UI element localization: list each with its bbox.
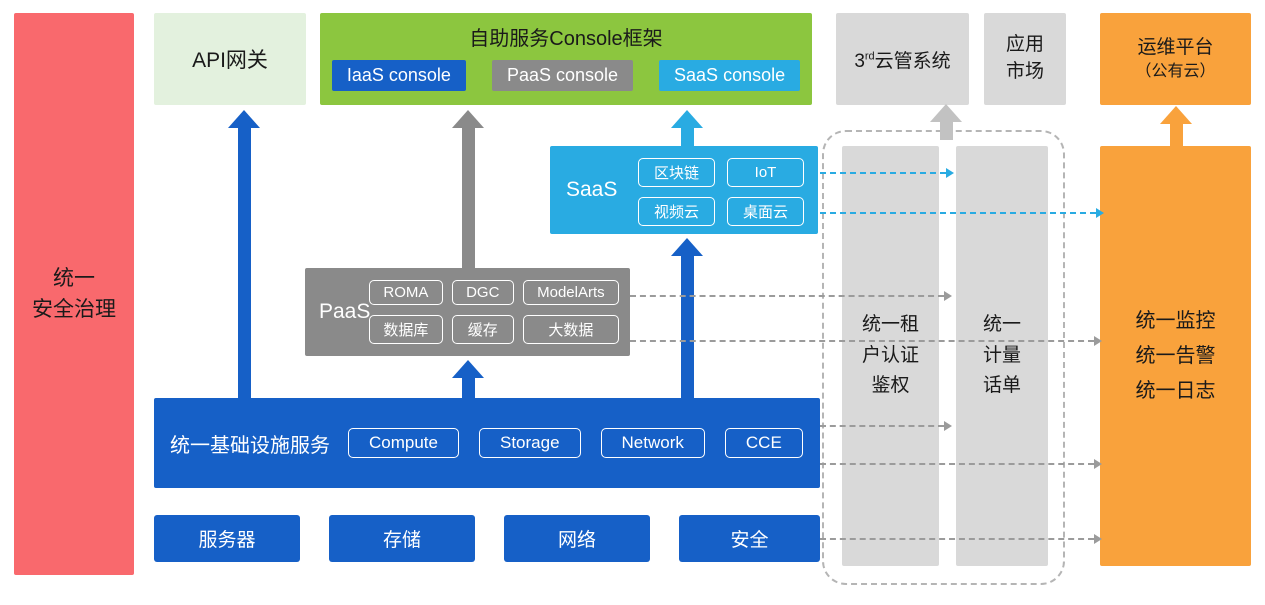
saas-label: SaaS xyxy=(566,178,618,201)
tenant-auth-label: 统一租 户认证 鉴权 xyxy=(861,314,919,397)
saas-chip-grid: 区块链 IoT 视频云 桌面云 xyxy=(638,158,804,226)
arrow-up-head xyxy=(1160,106,1192,124)
paas-chip-modelarts: ModelArts xyxy=(522,280,619,305)
saas-chip-blockchain: 区块链 xyxy=(638,158,715,187)
resource-box-security: 安全 xyxy=(679,515,820,562)
arrow-up-head xyxy=(228,110,260,128)
paas-chip-roma: ROMA xyxy=(369,280,443,305)
third-party-cloud-mgmt-label: 3rd云管系统 xyxy=(854,50,951,72)
connector-arrowhead xyxy=(1096,208,1104,218)
arrow-shaft xyxy=(680,128,694,146)
console-framework-box: 自助服务Console框架 IaaS console PaaS console … xyxy=(320,13,812,105)
api-gateway-label: API网关 xyxy=(192,49,268,72)
arrow-infra-to-paas xyxy=(452,360,484,398)
ops-platform-sublabel: （公有云） xyxy=(1135,63,1216,81)
tenant-auth-bar: 统一租 户认证 鉴权 xyxy=(842,146,939,566)
arrow-up-head xyxy=(671,110,703,128)
connector-security-to-monitor-bar xyxy=(820,538,1094,540)
paas-console-button: PaaS console xyxy=(491,60,634,91)
paas-label: PaaS xyxy=(319,300,371,323)
api-gateway-box: API网关 xyxy=(154,13,306,105)
ops-platform-box: 运维平台 （公有云） xyxy=(1100,13,1251,105)
infra-chip-cce: CCE xyxy=(724,428,803,458)
connector-saas-to-auth-bar xyxy=(820,172,946,174)
resource-box-servers: 服务器 xyxy=(154,515,300,562)
metering-billing-label: 统一 计量 话单 xyxy=(982,314,1021,397)
resource-label-security: 安全 xyxy=(730,530,769,551)
arrow-paas-to-console xyxy=(452,110,484,268)
resource-label-network: 网络 xyxy=(557,530,596,551)
infra-chip-compute: Compute xyxy=(348,428,459,458)
metering-billing-bar: 统一 计量 话单 xyxy=(956,146,1048,566)
arrow-shaft xyxy=(939,122,953,140)
arrow-shaft xyxy=(237,128,251,398)
infrastructure-services-label: 统一基础设施服务 xyxy=(170,434,330,457)
connector-arrowhead xyxy=(1094,336,1102,346)
security-governance-bar: 统一 安全治理 xyxy=(14,13,134,575)
arrow-up-head xyxy=(452,110,484,128)
connector-arrowhead xyxy=(944,421,952,431)
connector-arrowhead xyxy=(1094,459,1102,469)
arrow-shaft xyxy=(461,378,475,398)
app-market-label: 应用 市场 xyxy=(1005,34,1044,82)
infrastructure-chip-row: Compute Storage Network CCE xyxy=(348,428,803,458)
app-market-box: 应用 市场 xyxy=(984,13,1066,105)
connector-saas-to-monitor-bar xyxy=(820,212,1096,214)
ops-platform-label: 运维平台 xyxy=(1137,37,1214,59)
connector-arrowhead xyxy=(1094,534,1102,544)
arrow-shaft xyxy=(1169,124,1183,146)
arrow-saas-to-console xyxy=(671,110,703,146)
resource-box-storage: 存储 xyxy=(329,515,475,562)
connector-arrowhead xyxy=(944,291,952,301)
saas-console-button: SaaS console xyxy=(659,60,801,91)
paas-chip-database: 数据库 xyxy=(369,315,443,344)
arrow-shaft xyxy=(461,128,475,268)
connector-paas-to-auth-bar xyxy=(630,295,944,297)
resource-label-servers: 服务器 xyxy=(198,530,256,551)
iaas-console-button: IaaS console xyxy=(331,60,466,91)
paas-box: PaaS ROMA DGC ModelArts 数据库 缓存 大数据 xyxy=(305,268,630,356)
arrow-monitor-to-ops-platform xyxy=(1160,106,1192,146)
saas-box: SaaS 区块链 IoT 视频云 桌面云 xyxy=(550,146,818,234)
connector-arrowhead xyxy=(946,168,954,178)
paas-chip-dgc: DGC xyxy=(451,280,514,305)
infra-chip-storage: Storage xyxy=(478,428,581,458)
paas-chip-bigdata: 大数据 xyxy=(522,315,619,344)
saas-chip-desktop-cloud: 桌面云 xyxy=(727,197,804,226)
saas-chip-video-cloud: 视频云 xyxy=(638,197,715,226)
arrow-shaft xyxy=(680,256,694,398)
monitoring-alerting-logging-label: 统一监控 统一告警 统一日志 xyxy=(1135,309,1216,402)
arrow-up-head xyxy=(452,360,484,378)
connector-infra-to-monitor-bar xyxy=(820,463,1094,465)
resource-label-storage: 存储 xyxy=(382,530,421,551)
arrow-tenant-frame-to-third-cloud xyxy=(930,104,962,140)
connector-paas-to-monitor-bar xyxy=(630,340,1094,342)
resource-box-network: 网络 xyxy=(504,515,650,562)
infrastructure-services-box: 统一基础设施服务 Compute Storage Network CCE xyxy=(154,398,820,488)
connector-infra-to-auth-bar xyxy=(820,425,944,427)
saas-chip-iot: IoT xyxy=(727,158,804,187)
arrow-up-head xyxy=(930,104,962,122)
arrow-infra-to-api-gateway xyxy=(228,110,260,398)
paas-chip-cache: 缓存 xyxy=(451,315,514,344)
infra-chip-network: Network xyxy=(600,428,705,458)
console-framework-title: 自助服务Console框架 xyxy=(469,28,663,50)
arrow-infra-to-saas xyxy=(671,238,703,398)
third-party-superscript: rd xyxy=(864,50,875,63)
monitoring-alerting-logging-bar: 统一监控 统一告警 统一日志 xyxy=(1100,146,1251,566)
console-buttons-row: IaaS console PaaS console SaaS console xyxy=(331,60,801,91)
security-governance-label: 统一 安全治理 xyxy=(32,266,116,322)
paas-chip-grid: ROMA DGC ModelArts 数据库 缓存 大数据 xyxy=(369,280,619,344)
third-party-cloud-mgmt-box: 3rd云管系统 xyxy=(836,13,969,105)
arrow-up-head xyxy=(671,238,703,256)
